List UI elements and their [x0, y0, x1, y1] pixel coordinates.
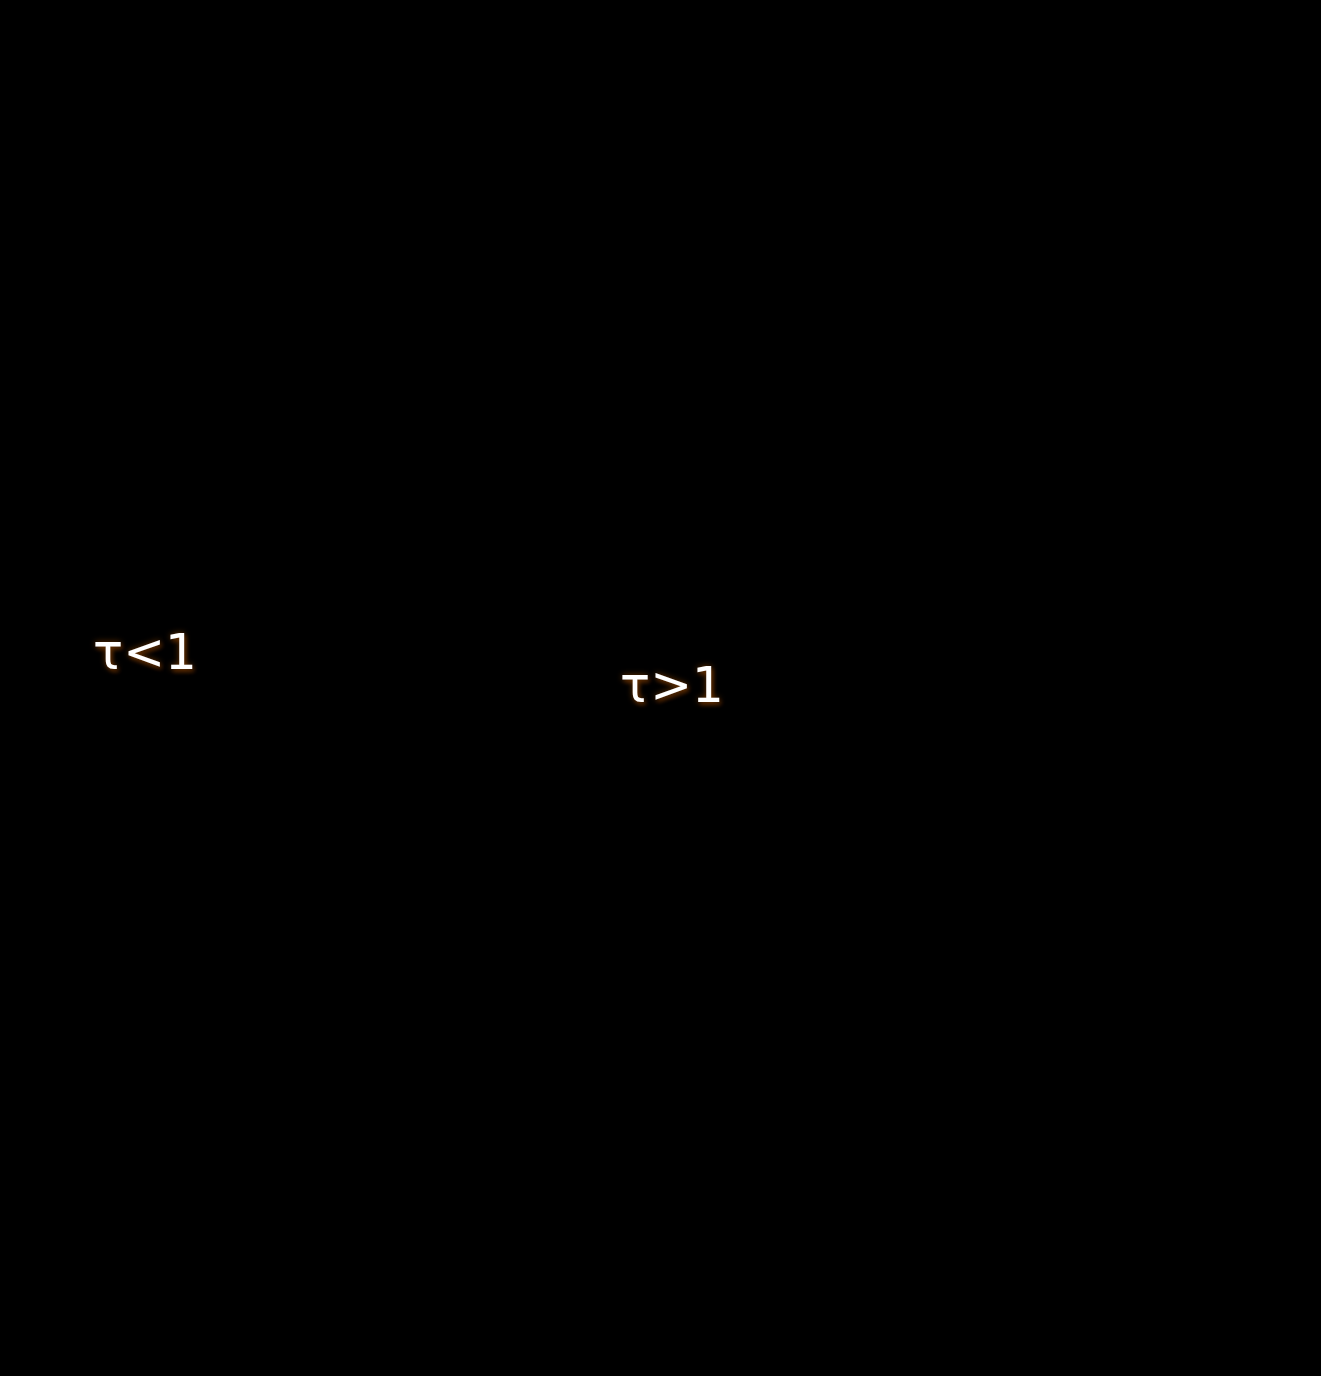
photon-arrow	[763, 288, 1145, 625]
optically-thin-shell: τ<1 τ>1	[12, 15, 1321, 1375]
photon-arrow	[673, 198, 1055, 535]
optical-depth-label: τ>1	[620, 658, 724, 713]
photon-arrow	[808, 333, 1190, 670]
region-fill	[342, 356, 1000, 1036]
region-fill	[12, 15, 1321, 1375]
photon-arrow	[853, 378, 1235, 715]
photon-arrow	[718, 243, 1100, 580]
optical-depth-label: τ<1	[93, 625, 197, 680]
optically-thick-core: τ>1	[342, 356, 1000, 1036]
